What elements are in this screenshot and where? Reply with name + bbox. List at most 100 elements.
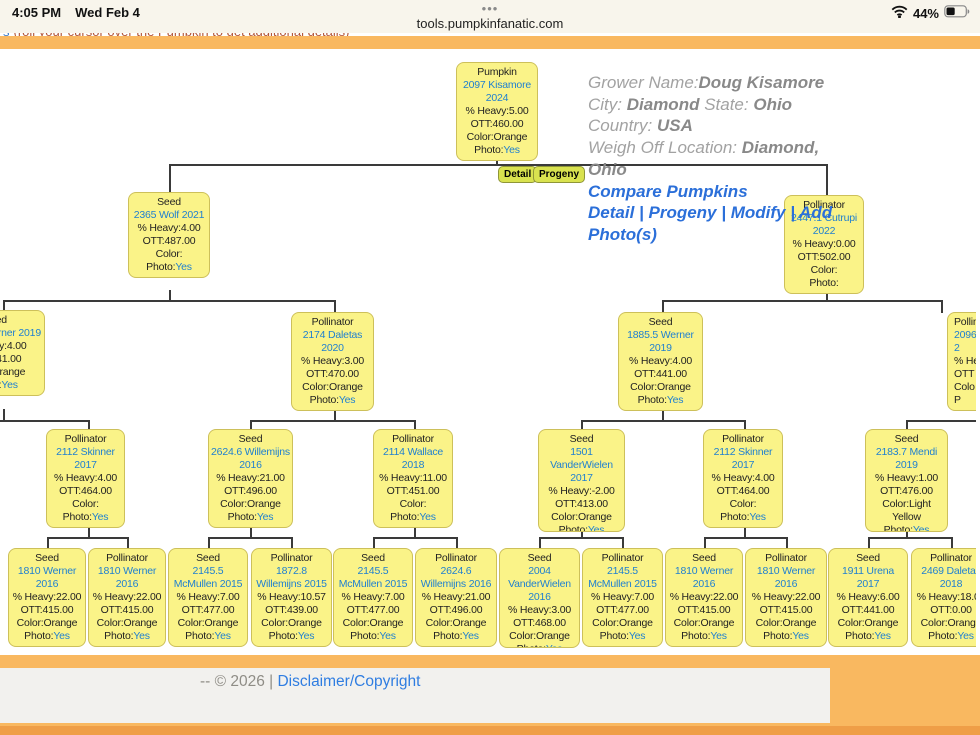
pumpkin-link[interactable]: 1810 Werner 2016	[674, 565, 734, 590]
node-type: Pollinator	[803, 199, 845, 211]
tree-node-pollinator[interactable]: Pollinator 2112 Skinner 2017 % Heavy:4.0…	[46, 429, 125, 528]
tree-node-seed[interactable]: Seed 1911 Urena 2017 % Heavy:6.00 OTT:44…	[828, 548, 908, 647]
pumpkin-link[interactable]: 2624.6 Willemijns 2016	[211, 446, 290, 471]
tree-node-seed[interactable]: Seed 1810 Werner 2016 % Heavy:22.00 OTT:…	[8, 548, 86, 647]
photo-link[interactable]: Yes	[957, 630, 974, 642]
ott-stat: OTT:415.00	[677, 604, 731, 616]
tree-node-pollinator[interactable]: Pollinator 1872.8 Willemijns 2015 % Heav…	[251, 548, 332, 647]
tree-node-seed[interactable]: Seed 1810 Werner 2016 % Heavy:22.00 OTT:…	[665, 548, 743, 647]
pumpkin-link[interactable]: 1810 Werner 2016	[97, 565, 157, 590]
pumpkin-link[interactable]: 2469 Daletas 2018	[921, 565, 980, 590]
pumpkin-link[interactable]: 2145.5 McMullen 2015	[173, 565, 243, 590]
heavy-stat: % Heavy:3.00	[301, 355, 364, 367]
pumpkin-link[interactable]: 2096. 2	[954, 329, 980, 354]
photo-link[interactable]: Yes	[214, 630, 231, 642]
photo-link[interactable]: Yes	[792, 630, 809, 642]
progeny-button[interactable]: Progeny	[533, 166, 586, 183]
photo-link[interactable]: Yes	[546, 643, 563, 647]
photo-label: Photo:	[0, 379, 2, 391]
photo-link[interactable]: Yes	[256, 511, 274, 523]
photo-stat: Photo:Yes	[91, 630, 163, 643]
pumpkin-link[interactable]: 2114 Wallace 2018	[382, 446, 444, 471]
photo-link[interactable]: Yes	[912, 524, 930, 532]
photo-stat: Photo:Yes	[748, 630, 824, 643]
pumpkin-link[interactable]: 2174 Daletas 2020	[302, 329, 363, 354]
photo-link[interactable]: Yes	[53, 630, 70, 642]
photo-label: Photo:	[350, 630, 380, 642]
add-photos-link[interactable]: Photo(s)	[588, 224, 657, 244]
pumpkin-link[interactable]: 2145.5 McMullen 2015	[338, 565, 408, 590]
pumpkin-link[interactable]: 1885.5 Werner 2019	[627, 329, 694, 354]
pumpkin-link[interactable]: 1810 Werner 2016	[756, 565, 816, 590]
pumpkin-link[interactable]: 1810 Werner 2016	[17, 565, 77, 590]
tree-node-pollinator[interactable]: Pollinator 1810 Werner 2016 % Heavy:22.0…	[745, 548, 827, 647]
pumpkin-link[interactable]: 2624.6 Willemijns 2016	[420, 565, 492, 590]
action-links-row[interactable]: Detail | Progeny | Modify | Add	[588, 203, 833, 223]
photo-link[interactable]: Yes	[462, 630, 479, 642]
tree-node-seed[interactable]: Seed 1885.5 Werner 2019 % Heavy:4.00 OTT…	[618, 312, 703, 411]
photo-link[interactable]: Yes	[379, 630, 396, 642]
photo-link[interactable]: Yes	[710, 630, 727, 642]
photo-link[interactable]: Yes	[419, 511, 436, 523]
photo-link[interactable]: Yes	[175, 261, 192, 273]
tree-node-seed[interactable]: Seed 2145.5 McMullen 2015 % Heavy:7.00 O…	[333, 548, 413, 647]
disclaimer-copyright-link[interactable]: Disclaimer/Copyright	[277, 673, 421, 690]
pumpkin-link[interactable]: 2447.1 Cutrupi 2022	[790, 212, 858, 237]
photo-stat: Photo:Yes	[131, 261, 207, 274]
tab-overflow-dots[interactable]: •••	[481, 1, 499, 16]
photo-stat: Photo:Yes	[502, 643, 577, 647]
detail-button[interactable]: Detail	[498, 166, 538, 183]
node-type: Pollinator	[930, 552, 972, 564]
pumpkin-link[interactable]: 2183.7 Mendi 2019	[875, 446, 938, 471]
pumpkin-link[interactable]: 1911 Urena 2017	[841, 565, 895, 590]
tree-node-pollinator[interactable]: Pollinator 2174 Daletas 2020 % Heavy:3.0…	[291, 312, 374, 411]
tree-connector	[3, 409, 5, 421]
photo-link[interactable]: Yes	[874, 630, 891, 642]
photo-link[interactable]: Yes	[133, 630, 150, 642]
photo-link[interactable]: Yes	[338, 394, 356, 406]
color-stat: Color:	[72, 498, 99, 510]
photo-link[interactable]: Yes	[749, 511, 766, 523]
tree-node-pollinator[interactable]: Pollinator 2624.6 Willemijns 2016 % Heav…	[415, 548, 497, 647]
color-stat: Color:Orange	[220, 498, 281, 510]
photo-link[interactable]: Yes	[91, 511, 109, 523]
tree-node-pollinator[interactable]: Pollinator 1810 Werner 2016 % Heavy:22.0…	[88, 548, 166, 647]
photo-link[interactable]: Yes	[297, 630, 315, 642]
tree-node-pollinator[interactable]: Pollinator 2112 Skinner 2017 % Heavy:4.0…	[703, 429, 783, 528]
photo-label: Photo:	[517, 643, 546, 647]
tree-node-pollinator[interactable]: Pollinator 2114 Wallace 2018 % Heavy:11.…	[373, 429, 453, 528]
tree-node-pollinator[interactable]: Pollinator 2447.1 Cutrupi 2022 % Heavy:0…	[784, 195, 864, 294]
pumpkin-link[interactable]: 2097 Kisamore 2024	[462, 79, 532, 104]
pumpkin-link[interactable]: 2112 Skinner 2017	[713, 446, 773, 471]
photo-link[interactable]: Yes	[503, 144, 520, 156]
photo-link[interactable]: Yes	[666, 394, 684, 406]
pumpkin-link[interactable]: 1885.5 Werner 2019	[0, 327, 41, 339]
heavy-stat: % Heavy:11.00	[379, 472, 447, 484]
photo-link[interactable]: Yes	[587, 524, 605, 532]
pumpkin-link[interactable]: 2145.5 McMullen 2015	[588, 565, 657, 590]
tree-node-seed-clipped[interactable]: Seed 1885.5 Werner 2019 % Heavy:4.00 OTT…	[0, 310, 45, 396]
address-bar-url[interactable]: tools.pumpkinfanatic.com	[416, 16, 564, 31]
tree-node-seed[interactable]: Seed 1501 VanderWielen 2017 % Heavy:-2.0…	[538, 429, 625, 532]
tree-node-pollinator[interactable]: Pollinator 2145.5 McMullen 2015 % Heavy:…	[582, 548, 663, 647]
tree-connector	[0, 420, 88, 422]
tree-node-seed[interactable]: Seed 2365 Wolf 2021 % Heavy:4.00 OTT:487…	[128, 192, 210, 278]
tree-node-seed[interactable]: Seed 2004 VanderWielen 2016 % Heavy:3.00…	[499, 548, 580, 648]
pumpkin-link[interactable]: 1501 VanderWielen 2017	[550, 446, 613, 484]
photo-link[interactable]: Yes	[1, 379, 18, 391]
tree-node-seed[interactable]: Seed 2624.6 Willemijns 2016 % Heavy:21.0…	[208, 429, 293, 528]
tree-node-seed[interactable]: Seed 2183.7 Mendi 2019 % Heavy:1.00 OTT:…	[865, 429, 948, 532]
compare-pumpkins-link[interactable]: Compare Pumpkins	[588, 181, 748, 201]
tree-node-pumpkin[interactable]: Pumpkin 2097 Kisamore 2024 % Heavy:5.00 …	[456, 62, 538, 161]
photo-link[interactable]: Yes	[628, 630, 646, 642]
pumpkin-link[interactable]: 2365 Wolf 2021	[133, 209, 205, 221]
country-label: Country:	[588, 116, 657, 136]
tree-node-pollinator-clipped[interactable]: Pollinator 2096. 2 % Hea OTT Colo P	[947, 312, 980, 411]
pumpkin-link[interactable]: 2004 VanderWielen 2016	[508, 565, 571, 603]
color-stat: Color:Orange	[630, 381, 691, 393]
pumpkin-link[interactable]: 2112 Skinner 2017	[56, 446, 115, 471]
tree-node-seed[interactable]: Seed 2145.5 McMullen 2015 % Heavy:7.00 O…	[168, 548, 248, 647]
pumpkin-link[interactable]: 1872.8 Willemijns 2015	[256, 565, 327, 590]
color-stat: Color:Orange	[96, 617, 158, 629]
tree-node-pollinator-clipped[interactable]: Pollinator 2469 Daletas 2018 % Heavy:18.…	[911, 548, 980, 647]
